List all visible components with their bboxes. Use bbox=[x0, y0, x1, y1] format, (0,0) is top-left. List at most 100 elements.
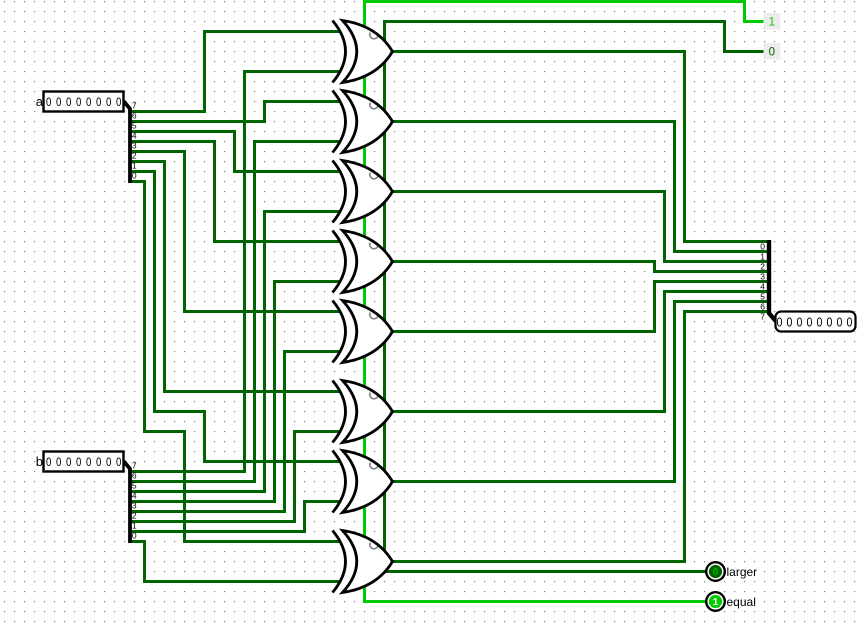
const-1[interactable]: 1 bbox=[763, 13, 781, 30]
pin-out-bit-digit: 0 bbox=[807, 314, 813, 329]
splitter-bit-label: 0 bbox=[760, 242, 765, 252]
wire-a4 bbox=[130, 140, 341, 243]
pin-b-bit-digit[interactable]: 0 bbox=[86, 455, 92, 469]
pin-a-bit-digit[interactable]: 0 bbox=[56, 95, 62, 109]
led-equal-label: equal bbox=[727, 595, 756, 609]
pin-out-bit-digit: 0 bbox=[777, 314, 783, 329]
xor-gate-6 bbox=[331, 378, 395, 445]
xor-body-outline bbox=[338, 528, 395, 595]
pin-b-bit-digit[interactable]: 0 bbox=[96, 455, 102, 469]
splitter-bit-label: 6 bbox=[760, 302, 765, 312]
xor-body-outline bbox=[338, 378, 395, 445]
const-0-box[interactable] bbox=[763, 43, 781, 60]
xor-gate-1 bbox=[331, 18, 395, 85]
wire-xor4_out bbox=[392, 260, 768, 273]
xor-outer-arc bbox=[331, 529, 347, 594]
xor-body-outline bbox=[338, 88, 395, 155]
splitter-bit-label: 2 bbox=[132, 151, 137, 161]
wire-xor3_out bbox=[392, 190, 768, 263]
xor-crescent bbox=[332, 230, 357, 293]
wire-a5 bbox=[130, 130, 341, 173]
led-larger[interactable]: 0 larger bbox=[705, 561, 758, 583]
xor-gate-5 bbox=[331, 298, 395, 365]
wire-const0_to_larger bbox=[383, 20, 766, 573]
splitter-bit-label: 4 bbox=[132, 491, 137, 501]
xor-gate-3 bbox=[331, 158, 395, 225]
pin-a-bit-digit[interactable]: 0 bbox=[116, 95, 122, 109]
xor-body-fill bbox=[342, 160, 393, 223]
pin-b-bit-digit[interactable]: 0 bbox=[56, 455, 62, 469]
const-1-box[interactable] bbox=[763, 13, 781, 30]
pin-a-bit-digit[interactable]: 0 bbox=[86, 95, 92, 109]
splitter-bit-label: 5 bbox=[760, 292, 765, 302]
wire-xor8_out bbox=[392, 310, 768, 563]
led-larger-disc bbox=[708, 564, 723, 579]
wire-a7 bbox=[130, 30, 341, 113]
xor-body-fill bbox=[342, 300, 393, 363]
splitter-bit-label: 2 bbox=[760, 262, 765, 272]
splitter-bit-label: 0 bbox=[132, 531, 137, 541]
wire-b1 bbox=[130, 500, 341, 533]
pin-a-bit-digit[interactable]: 0 bbox=[46, 95, 52, 109]
xor-crescent bbox=[332, 90, 357, 153]
input-pin-box-b[interactable] bbox=[42, 450, 125, 473]
pin-b-bit-digit[interactable]: 0 bbox=[46, 455, 52, 469]
splitter-bit-label: 7 bbox=[760, 312, 765, 322]
xor-crescent bbox=[332, 20, 357, 83]
xor-crescent bbox=[332, 380, 357, 443]
wire-xor1_out bbox=[392, 50, 768, 243]
pin-a-bit-digit[interactable]: 0 bbox=[66, 95, 72, 109]
pin-a-bit-digit[interactable]: 0 bbox=[96, 95, 102, 109]
wire-const1_to_equal bbox=[363, 0, 766, 603]
splitter-bit-label: 3 bbox=[132, 501, 137, 511]
pin-out-bit-digit: 0 bbox=[827, 314, 833, 329]
pin-out-bit-digit: 0 bbox=[847, 314, 853, 329]
xor-body-fill bbox=[342, 380, 393, 443]
pin-out-bit-digit: 0 bbox=[837, 314, 843, 329]
xor-body-outline bbox=[338, 158, 395, 225]
input-pin-box-a[interactable] bbox=[42, 90, 125, 113]
pin-b-bit-digit[interactable]: 0 bbox=[116, 455, 122, 469]
pin-a-bit-digit[interactable]: 0 bbox=[76, 95, 82, 109]
splitter-bit-label: 3 bbox=[760, 272, 765, 282]
splitter-bit-label: 1 bbox=[132, 161, 137, 171]
wire-b0 bbox=[130, 540, 341, 583]
splitter-bit-label: 7 bbox=[132, 461, 137, 471]
xor-crescent bbox=[332, 160, 357, 223]
xor-outer-arc bbox=[331, 299, 347, 364]
splitter-bit-label: 7 bbox=[132, 101, 137, 111]
xor-gate-4 bbox=[331, 228, 395, 295]
const-0[interactable]: 0 bbox=[763, 43, 781, 60]
pin-b-bit-digit[interactable]: 0 bbox=[76, 455, 82, 469]
xor-outer-arc bbox=[331, 89, 347, 154]
pin-b-bit-digit[interactable]: 0 bbox=[66, 455, 72, 469]
xor-outer-arc bbox=[331, 19, 347, 84]
const-1-digit: 1 bbox=[769, 17, 775, 29]
wire-xor5_out bbox=[392, 280, 768, 333]
xor-outer-arc bbox=[331, 229, 347, 294]
xor-body-fill bbox=[342, 20, 393, 83]
wire-a2 bbox=[130, 160, 341, 393]
led-larger-digit: 0 bbox=[713, 567, 719, 578]
pin-b-bit-digit[interactable]: 0 bbox=[106, 455, 112, 469]
led-larger-label: larger bbox=[727, 565, 758, 579]
pin-a-bit-digit[interactable]: 0 bbox=[106, 95, 112, 109]
pin-out-bit-digit: 0 bbox=[817, 314, 823, 329]
splitter-bit-label: 4 bbox=[760, 282, 765, 292]
splitter-bit-label: 1 bbox=[132, 521, 137, 531]
pin-label-a: a bbox=[36, 94, 44, 109]
splitter-bit-label: 0 bbox=[132, 171, 137, 181]
splitter-spine bbox=[766, 240, 779, 324]
wire-b5 bbox=[130, 210, 341, 493]
wire-a1 bbox=[130, 170, 341, 463]
xor-outer-arc bbox=[331, 159, 347, 224]
xor-body-outline bbox=[338, 298, 395, 365]
wire-a6 bbox=[130, 100, 341, 123]
xor-gate-7 bbox=[331, 448, 395, 515]
